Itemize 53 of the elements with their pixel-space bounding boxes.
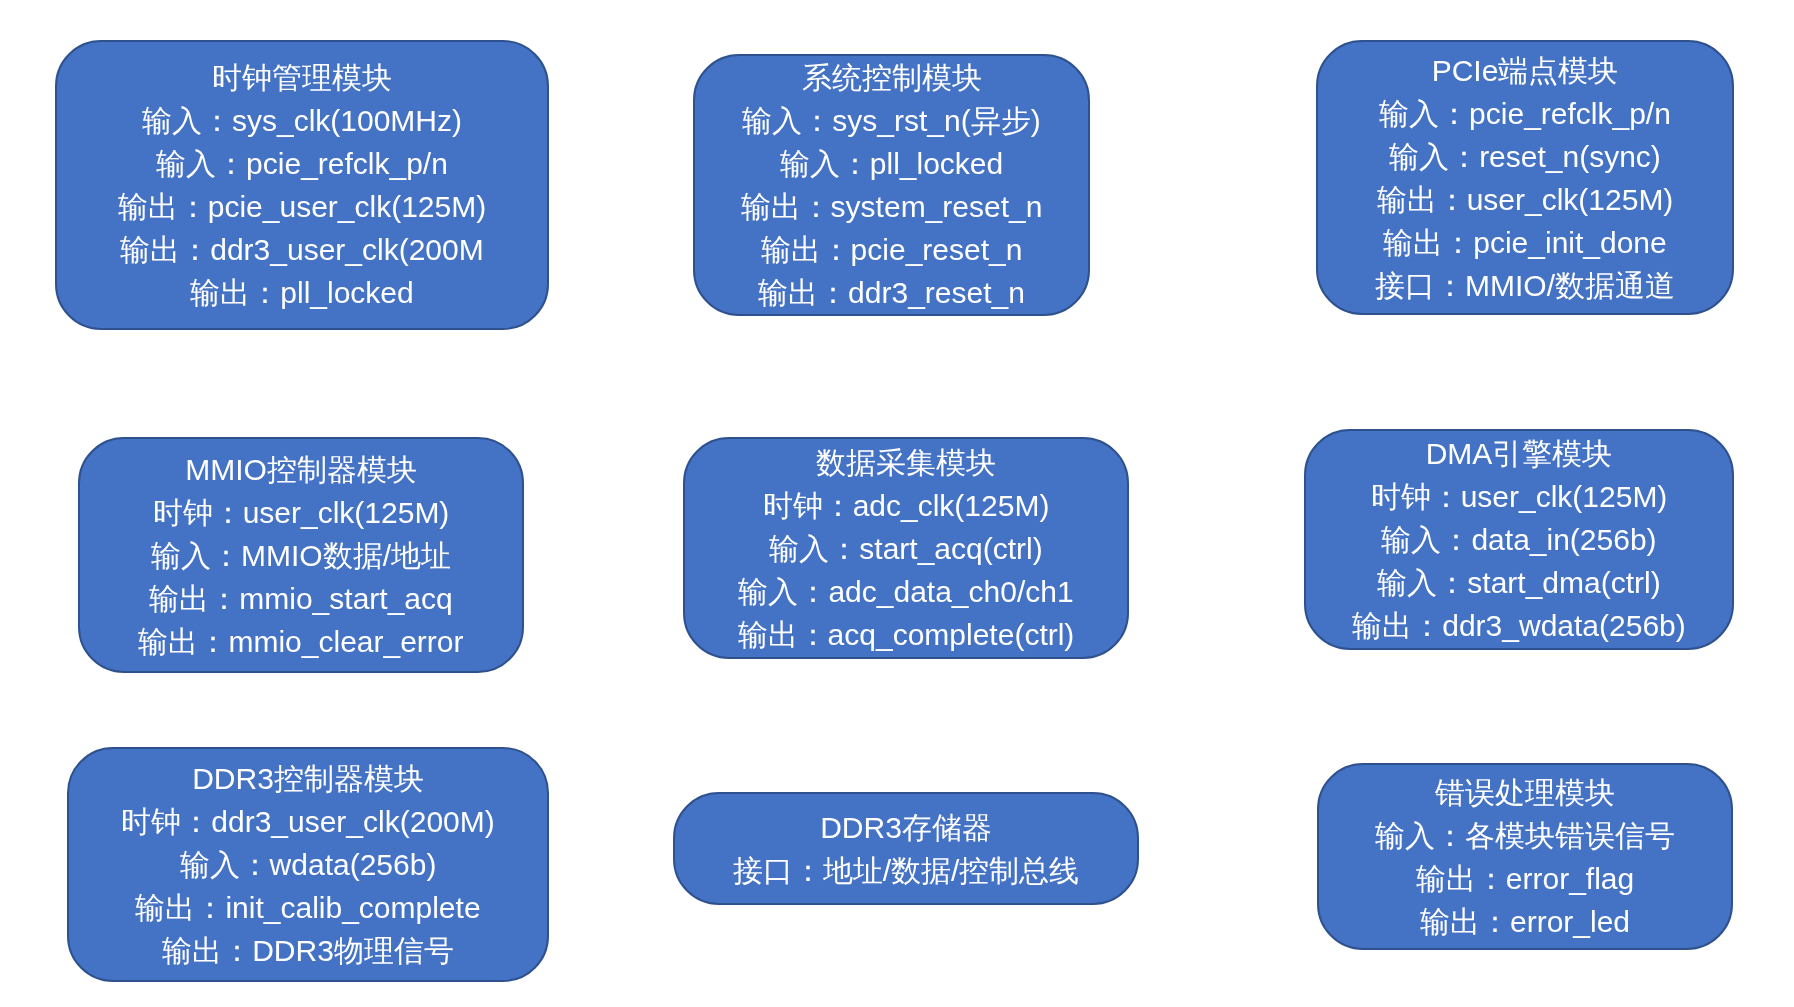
module-title: 错误处理模块 xyxy=(1435,774,1615,811)
module-title: MMIO控制器模块 xyxy=(185,451,417,488)
module-box xyxy=(67,747,549,982)
module-title: DMA引擎模块 xyxy=(1425,436,1613,472)
signal-text: 输入：data_in(256b) xyxy=(1381,522,1657,558)
module-title: PCIe端点模块 xyxy=(1431,52,1619,89)
signal-text: 输入：MMIO数据/地址 xyxy=(151,537,451,574)
signal-text: 接口：地址/数据/控制总线 xyxy=(732,852,1080,889)
module-box xyxy=(693,54,1090,316)
module-title: 时钟管理模块 xyxy=(212,60,392,96)
signal-text: 输入：pcie_refclk_p/n xyxy=(1379,95,1671,132)
signal-text: 输入：reset_n(sync) xyxy=(1389,138,1661,175)
module-box xyxy=(55,40,549,330)
signal-text: 输入：sys_rst_n(异步) xyxy=(742,103,1041,139)
signal-text: 输出：system_reset_n xyxy=(740,189,1043,225)
signal-text: 输出：ddr3_wdata(256b) xyxy=(1352,608,1686,644)
module-box xyxy=(1317,763,1733,950)
module-box xyxy=(683,437,1129,659)
module-box xyxy=(78,437,524,673)
module-title: DDR3存储器 xyxy=(820,809,992,846)
signal-text: 时钟：ddr3_user_clk(200M) xyxy=(121,804,495,840)
signal-text: 时钟：user_clk(125M) xyxy=(1370,479,1668,515)
signal-text: 输出：ddr3_reset_n xyxy=(758,275,1025,311)
signal-text: 输出：pcie_reset_n xyxy=(760,232,1023,268)
signal-text: 输出：pcie_init_done xyxy=(1383,224,1667,261)
signal-text: 输入：start_acq(ctrl) xyxy=(769,530,1043,567)
signal-text: 输出：acq_complete(ctrl) xyxy=(737,616,1075,653)
signal-text: 输入：各模块错误信号 xyxy=(1375,817,1675,854)
module-box xyxy=(1304,429,1734,650)
signal-text: 输出：mmio_clear_error xyxy=(138,623,464,660)
module-title: 数据采集模块 xyxy=(816,444,996,481)
signal-text: 输出：error_led xyxy=(1419,903,1631,940)
signal-text: 输出：pll_locked xyxy=(190,275,414,311)
signal-text: 输出：user_clk(125M) xyxy=(1376,181,1674,218)
module-box xyxy=(1316,40,1734,315)
module-box xyxy=(673,792,1139,905)
signal-text: 输入：pll_locked xyxy=(779,146,1004,182)
signal-text: 输入：sys_clk(100MHz) xyxy=(141,103,462,139)
module-title: 系统控制模块 xyxy=(801,60,982,96)
signal-text: 输出：error_flag xyxy=(1415,860,1635,897)
signal-text: 输入：start_dma(ctrl) xyxy=(1377,565,1661,601)
signal-text: 输出：ddr3_user_clk(200M xyxy=(120,232,484,268)
signal-text: 输入：wdata(256b) xyxy=(179,847,437,883)
signal-text: 输出：DDR3物理信号 xyxy=(162,933,454,969)
signal-text: 输出：init_calib_complete xyxy=(135,890,481,926)
signal-text: 时钟：user_clk(125M) xyxy=(152,494,450,531)
signal-text: 接口：MMIO/数据通道 xyxy=(1375,267,1675,304)
signal-text: 输出：pcie_user_clk(125M) xyxy=(117,189,487,225)
signal-text: 输入：pcie_refclk_p/n xyxy=(156,146,448,182)
signal-text: 时钟：adc_clk(125M) xyxy=(762,487,1050,524)
signal-text: 输入：adc_data_ch0/ch1 xyxy=(738,573,1074,610)
signal-text: 输出：mmio_start_acq xyxy=(149,580,453,617)
module-title: DDR3控制器模块 xyxy=(192,761,424,797)
